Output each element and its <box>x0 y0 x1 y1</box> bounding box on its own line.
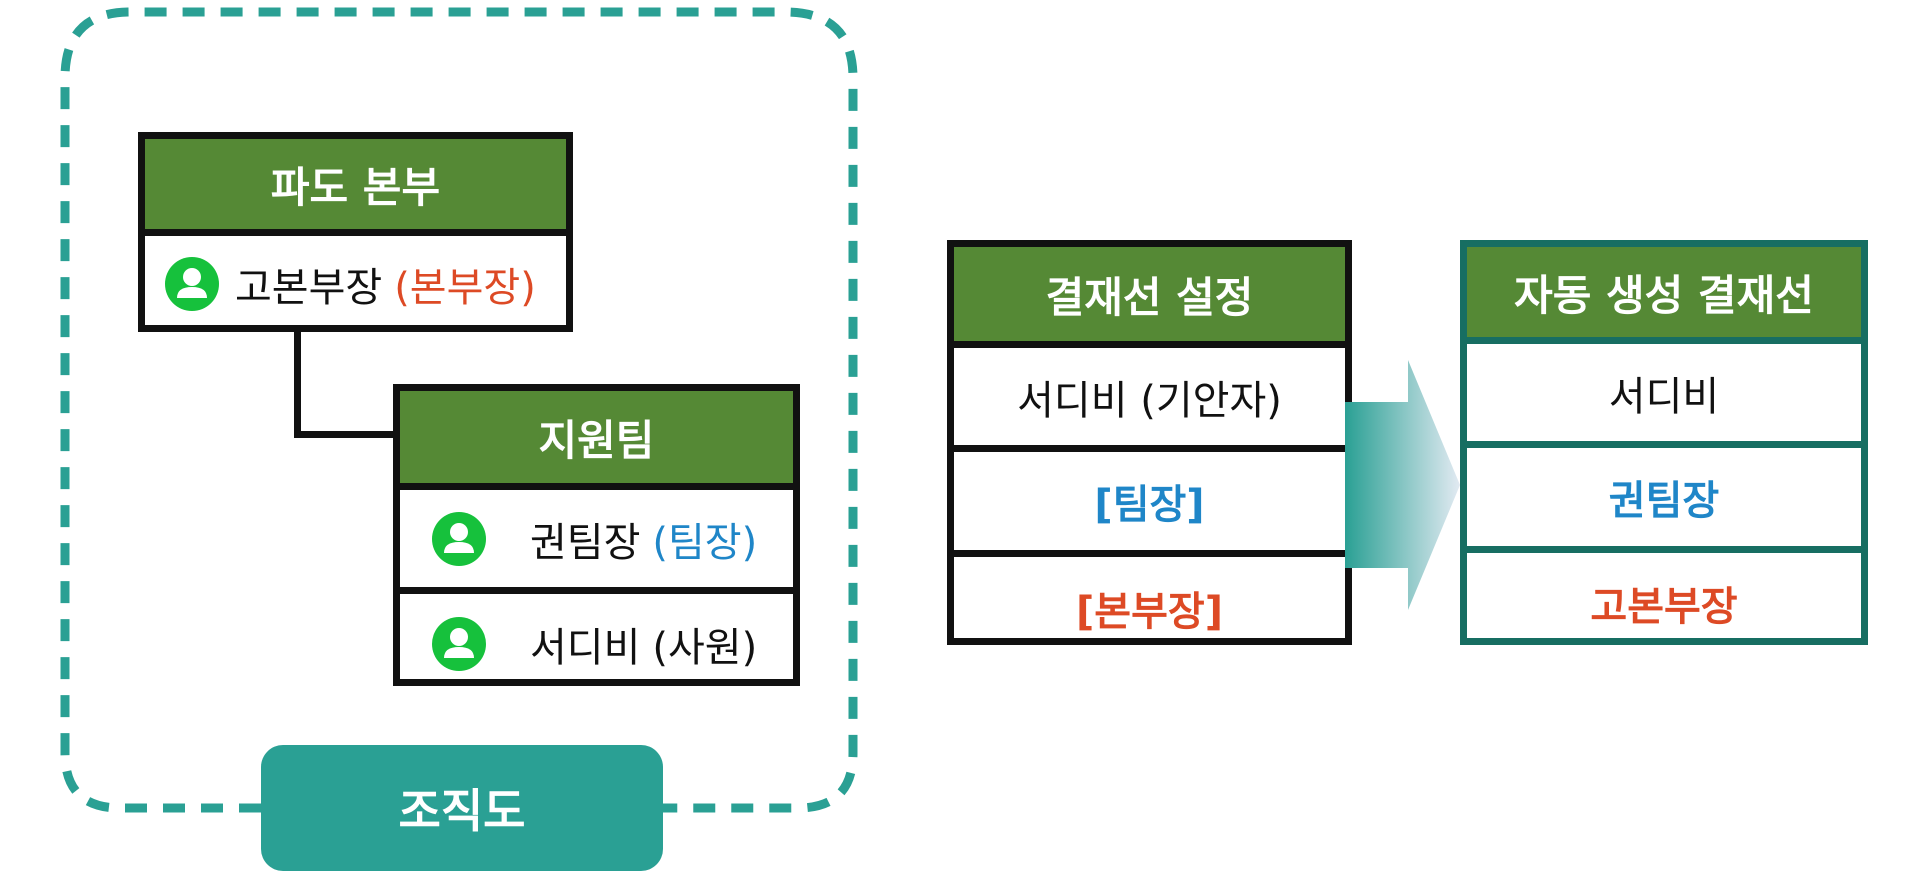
approval-row: 서디비 (기안자) <box>954 341 1345 445</box>
hq-member-role: (본부장) <box>394 265 536 311</box>
hq-member-row: 고본부장 (본부장) <box>145 229 566 332</box>
hq-title: 파도 본부 <box>145 139 566 229</box>
team-member-name: 권팀장 <box>530 519 641 566</box>
approval-row: [본부장] <box>954 550 1345 659</box>
arrow-right-icon <box>1345 360 1460 610</box>
approval-row: [팀장] <box>954 445 1345 550</box>
team-member-row: 권팀장 (팀장) <box>400 483 793 587</box>
approval-setting-title: 결재선 설정 <box>954 247 1345 341</box>
hq-member-name: 고본부장 <box>235 265 383 311</box>
user-icon <box>432 616 486 671</box>
team-member-row: 서디비 (사원) <box>400 587 793 693</box>
org-connector-vertical <box>294 328 301 438</box>
approval-row: 서디비 <box>1608 373 1720 420</box>
approval-row: 권팀장 <box>1467 441 1861 546</box>
auto-approval-title: 자동 생성 결재선 <box>1467 247 1861 344</box>
team-title: 지원팀 <box>400 391 793 483</box>
hq-box: 파도 본부 고본부장 (본부장) <box>138 132 573 332</box>
user-icon <box>165 257 219 311</box>
user-icon <box>432 511 486 566</box>
team-member-name: 서디비 <box>530 624 641 671</box>
team-member-role: (팀장) <box>652 519 758 566</box>
org-connector-horizontal <box>294 431 402 438</box>
approval-setting-box: 결재선 설정 서디비 (기안자) [팀장] [본부장] <box>947 240 1352 645</box>
org-chart-label: 조직도 <box>261 745 663 871</box>
auto-approval-box: 자동 생성 결재선 서디비 권팀장 고본부장 <box>1460 240 1868 645</box>
team-box: 지원팀 권팀장 (팀장) 서디비 (사원) <box>393 384 800 686</box>
approval-row: 고본부장 <box>1467 546 1861 652</box>
team-member-role: (사원) <box>652 624 758 671</box>
